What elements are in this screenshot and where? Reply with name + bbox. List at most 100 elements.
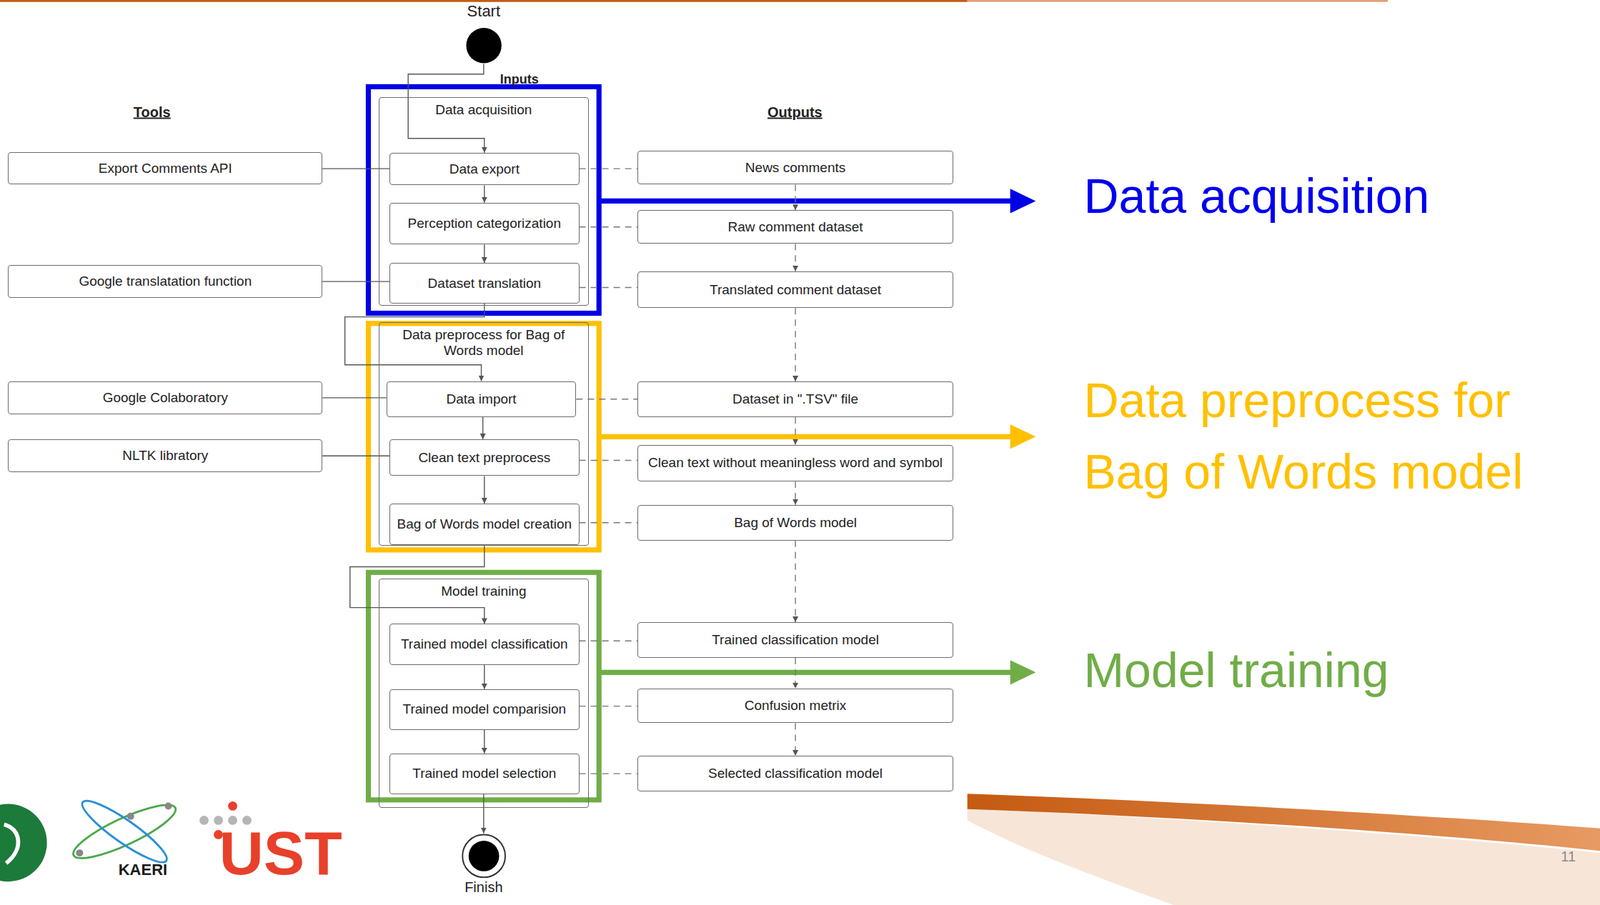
callout-text: Data acquisition bbox=[1083, 167, 1430, 224]
logo-dot bbox=[199, 816, 209, 826]
dashed-connector bbox=[794, 540, 796, 623]
finish-node: Finish bbox=[443, 833, 525, 897]
logo-dot bbox=[165, 802, 173, 810]
logo-text: UST bbox=[219, 817, 343, 889]
box-label: Bag of Words model bbox=[729, 515, 862, 531]
dashed-connector bbox=[579, 641, 639, 642]
box-label: Trained classification model bbox=[707, 632, 884, 649]
dashed-connector bbox=[794, 658, 796, 689]
terminal-circle bbox=[443, 27, 525, 64]
process-box: Clean text preprocess bbox=[389, 439, 580, 476]
start-node: Start bbox=[443, 2, 525, 65]
node-label: Finish bbox=[443, 879, 525, 897]
callout-text: Model training bbox=[1083, 642, 1389, 699]
box-label: Raw comment dataset bbox=[723, 219, 868, 236]
output-box: Translated comment dataset bbox=[637, 271, 953, 308]
dashed-connector bbox=[579, 226, 639, 228]
process-box: Data export bbox=[389, 152, 580, 186]
box-label: Clean text preprocess bbox=[413, 450, 555, 466]
flow-arrow bbox=[483, 665, 485, 690]
output-box: Dataset in ".TSV" file bbox=[637, 381, 953, 418]
process-box: Data import bbox=[386, 381, 577, 418]
output-box: Trained classification model bbox=[637, 622, 953, 659]
dashed-connector bbox=[794, 243, 796, 272]
dashed-connector bbox=[579, 287, 639, 288]
output-box: Clean text without meaningless word and … bbox=[637, 445, 953, 482]
dashed-connector bbox=[575, 398, 638, 400]
callout-arrowhead bbox=[1010, 660, 1037, 685]
box-label: Dataset in ".TSV" file bbox=[728, 391, 863, 408]
box-label: Trained model comparision bbox=[398, 701, 571, 718]
callout-arrowhead bbox=[1010, 188, 1037, 213]
dashed-connector bbox=[579, 773, 639, 774]
dashed-connector bbox=[794, 481, 796, 506]
process-box: Dataset translation bbox=[389, 262, 580, 304]
flow-arrow bbox=[322, 280, 390, 282]
finish-ring bbox=[462, 834, 506, 878]
box-label: Translated comment dataset bbox=[705, 282, 886, 298]
box-label: Bag of Words model creation bbox=[392, 516, 576, 533]
callout-text: Data preprocess for Bag of Words model bbox=[1083, 364, 1555, 508]
output-box: Bag of Words model bbox=[637, 505, 953, 541]
callout-arrowhead bbox=[1010, 424, 1037, 449]
group-box: Data acquisitionData exportPerception ca… bbox=[378, 97, 589, 307]
node-label: Start bbox=[443, 2, 525, 21]
logo-dot bbox=[75, 849, 83, 857]
box-label: Data import bbox=[441, 391, 521, 408]
highlight-frame bbox=[368, 86, 599, 313]
flow-arrow bbox=[483, 730, 485, 754]
dashed-connector bbox=[579, 167, 639, 169]
finish-dot bbox=[468, 841, 499, 872]
dashed-connector bbox=[579, 522, 639, 524]
box-label: Google translatation function bbox=[74, 273, 256, 290]
start-dot bbox=[465, 27, 501, 63]
logo-dot bbox=[127, 813, 135, 821]
flow-arrow bbox=[322, 455, 390, 457]
column-heading: Outputs bbox=[767, 104, 823, 121]
group-box: Data preprocess for Bag of Words modelDa… bbox=[378, 322, 589, 546]
process-box: Perception categorization bbox=[389, 202, 580, 246]
box-label: NLTK libratory bbox=[117, 448, 213, 464]
callout-arrow bbox=[600, 198, 1013, 204]
highlight-frame bbox=[368, 572, 599, 801]
box-label: Trained model classification bbox=[396, 636, 573, 653]
box-label: Google Colaboratory bbox=[98, 390, 233, 406]
process-box: Trained model classification bbox=[389, 623, 580, 665]
group-heading: Data preprocess for Bag of Words model bbox=[379, 327, 589, 359]
flow-arrow bbox=[482, 417, 484, 440]
flow-arrow bbox=[345, 303, 485, 382]
flow-arrow bbox=[322, 397, 387, 399]
flow-arrow bbox=[322, 167, 390, 169]
dashed-connector bbox=[794, 723, 796, 757]
output-box: News comments bbox=[637, 150, 953, 185]
box-label: Confusion metrix bbox=[740, 698, 852, 714]
highlight-frame bbox=[368, 323, 599, 551]
dashed-connector bbox=[794, 417, 796, 446]
top-rule bbox=[967, 0, 1388, 3]
box-label: Clean text without meaningless word and … bbox=[643, 455, 947, 471]
output-box: Raw comment dataset bbox=[637, 210, 953, 244]
group-heading: Data acquisition bbox=[379, 102, 589, 118]
dashed-connector bbox=[794, 184, 796, 211]
flow-arrow bbox=[483, 794, 484, 834]
box-label: News comments bbox=[741, 160, 850, 176]
output-box: Confusion metrix bbox=[637, 688, 953, 724]
column-heading: Tools bbox=[133, 104, 171, 121]
dashed-connector bbox=[794, 307, 796, 382]
logo-text: KAERI bbox=[118, 861, 168, 879]
top-rule bbox=[0, 0, 968, 3]
box-label: Export Comments API bbox=[94, 160, 237, 177]
tool-box: NLTK libratory bbox=[7, 439, 323, 473]
callout-arrow bbox=[600, 670, 1013, 676]
box-label: Trained model selection bbox=[408, 766, 561, 782]
group-box: Model trainingTrained model classificati… bbox=[378, 578, 589, 809]
output-box: Selected classification model bbox=[637, 756, 953, 792]
flow-arrow bbox=[483, 475, 485, 504]
tool-box: Google translatation function bbox=[7, 265, 323, 298]
logo-orbit bbox=[67, 796, 181, 868]
terminal-circle bbox=[443, 833, 525, 879]
flow-arrow bbox=[483, 244, 485, 263]
group-heading: Model training bbox=[379, 583, 589, 600]
box-label: Perception categorization bbox=[403, 215, 566, 232]
